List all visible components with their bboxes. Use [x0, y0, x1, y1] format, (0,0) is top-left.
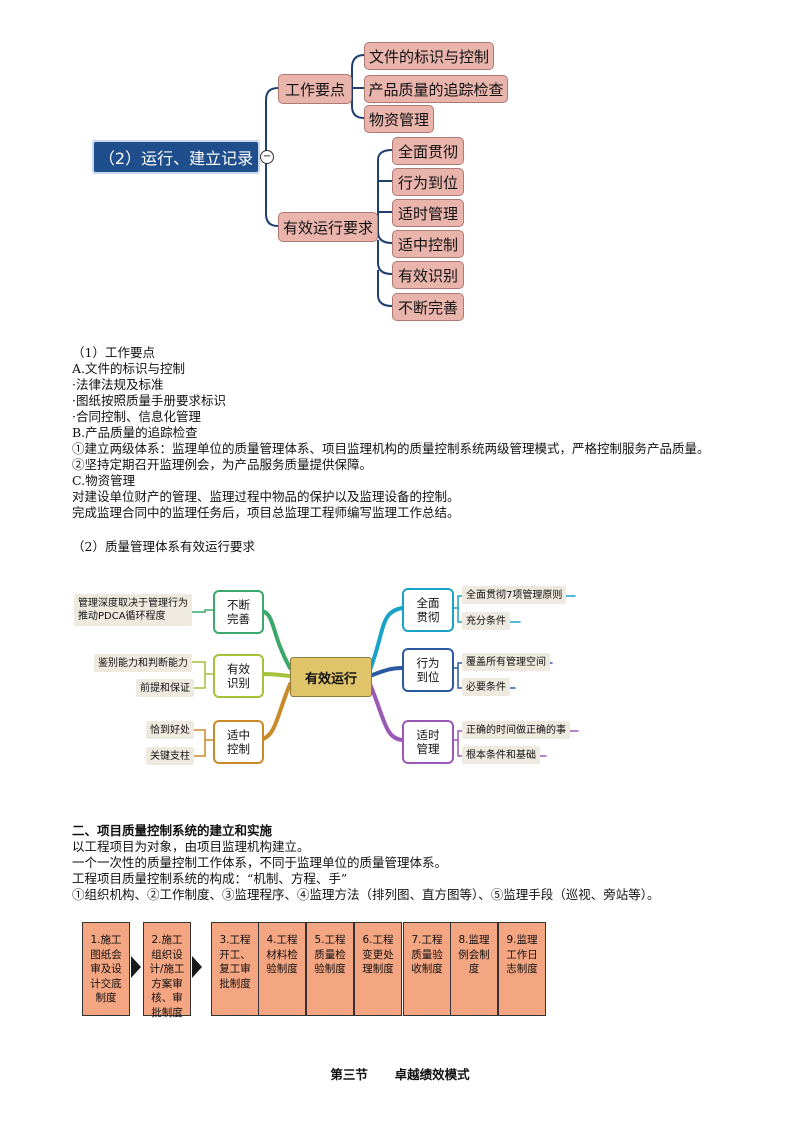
text-line: 完成监理合同中的监理任务后，项目总监理工程师编写监理工作总结。 — [72, 505, 460, 520]
section1-heading: （1）工作要点 — [72, 345, 155, 360]
mindmap2-center: 有效运行 — [290, 657, 372, 697]
text-line: C.物资管理 — [72, 473, 136, 488]
mindmap2-leaf: 正确的时间做正确的事 — [462, 721, 570, 739]
mindmap1-leaf: 产品质量的追踪检查 — [364, 75, 508, 103]
text-line: B.产品质量的追踪检查 — [72, 425, 198, 440]
mindmap2-leaf: 恰到好处 — [146, 721, 194, 739]
text-line: A.文件的标识与控制 — [72, 361, 186, 376]
mindmap1-branch-effective-operation: 有效运行要求 — [278, 212, 378, 242]
mindmap1-leaf: 有效识别 — [392, 261, 464, 289]
mindmap1-root: （2）运行、建立记录 — [92, 140, 260, 174]
text-line: ·合同控制、信息化管理 — [72, 409, 201, 424]
mindmap1-leaf: 物资管理 — [364, 105, 434, 133]
flow-step: 1.施工图纸会审及设计交底制度 — [82, 922, 130, 1016]
arrow-right-icon — [131, 956, 141, 978]
chapter-heading: 第三节 卓越绩效模式 — [0, 1064, 800, 1083]
mindmap2-node-moderate: 适中 控制 — [213, 720, 264, 764]
mindmap2-leaf: 根本条件和基础 — [462, 746, 540, 764]
text-line: ②坚持定期召开监理例会，为产品服务质量提供保障。 — [72, 457, 373, 472]
mindmap2-leaf: 鉴别能力和判断能力 — [94, 654, 192, 672]
mindmap2-leaf: 覆盖所有管理空间 — [462, 653, 550, 671]
mindmap2-leaf: 必要条件 — [462, 678, 510, 696]
mindmap1-leaf: 全面贯彻 — [392, 137, 464, 165]
flow-step: 4.工程材料检验制度 — [258, 922, 306, 1016]
text-line: ·法律法规及标准 — [72, 377, 164, 392]
arrow-right-icon — [192, 956, 202, 978]
section3-heading: 二、项目质量控制系统的建立和实施 — [72, 823, 273, 838]
mindmap2-node-identify: 有效 识别 — [213, 654, 264, 698]
mindmap1-branch-work-points: 工作要点 — [278, 74, 352, 104]
mindmap2-leaf: 管理深度取决于管理行为 推动PDCA循环程度 — [74, 594, 192, 626]
text-line: 以工程项目为对象，由项目监理机构建立。 — [72, 839, 310, 854]
mindmap2-leaf: 关键支柱 — [146, 747, 194, 765]
chapter-section-label: 第三节 — [330, 1067, 368, 1082]
mindmap2-node-timely: 适时 管理 — [402, 720, 454, 764]
flow-step: 7.工程质量验收制度 — [403, 922, 451, 1016]
mindmap2-leaf: 全面贯彻7项管理原则 — [462, 586, 567, 604]
flow-step: 6.工程变更处理制度 — [354, 922, 402, 1016]
mindmap2-leaf: 充分条件 — [462, 612, 510, 630]
flow-step: 9.监理工作日志制度 — [498, 922, 546, 1016]
flow-step: 8.监理例会制度 — [450, 922, 498, 1016]
collapse-icon[interactable]: − — [260, 150, 274, 164]
text-line: ·图纸按照质量手册要求标识 — [72, 393, 226, 408]
chapter-section-title: 卓越绩效模式 — [394, 1067, 470, 1082]
mindmap1-leaf: 不断完善 — [392, 293, 464, 321]
flow-step: 5.工程质量检验制度 — [306, 922, 354, 1016]
mindmap2-leaf: 前提和保证 — [136, 679, 194, 697]
section2-heading: （2）质量管理体系有效运行要求 — [72, 539, 255, 554]
mindmap1-leaf: 适时管理 — [392, 199, 464, 227]
text-line: 工程项目质量控制系统的构成：“机制、方程、手” — [72, 871, 348, 886]
text-line: ①建立两级体系：监理单位的质量管理体系、项目监理机构的质量控制系统两级管理模式，… — [72, 441, 710, 456]
mindmap1-leaf: 适中控制 — [392, 230, 464, 258]
mindmap2-node-comprehensive: 全面 贯彻 — [402, 588, 454, 632]
mindmap2-node-in-place: 行为 到位 — [402, 648, 454, 692]
mindmap1-leaf: 行为到位 — [392, 168, 464, 196]
text-line: 对建设单位财产的管理、监理过程中物品的保护以及监理设备的控制。 — [72, 489, 460, 504]
text-line: ①组织机构、②工作制度、③监理程序、④监理方法（排列图、直方图等）、⑤监理手段（… — [72, 887, 660, 902]
mindmap1-connectors — [265, 54, 393, 307]
flow-step: 3.工程开工、复工审批制度 — [211, 922, 259, 1016]
mindmap1-leaf: 文件的标识与控制 — [364, 42, 494, 70]
text-line: 一个一次性的质量控制工作体系，不同于监理单位的质量管理体系。 — [72, 855, 448, 870]
mindmap2-node-improve: 不断 完善 — [213, 590, 264, 634]
flow-step: 2.施工组织设计/施工方案审核、审批制度 — [143, 922, 191, 1019]
